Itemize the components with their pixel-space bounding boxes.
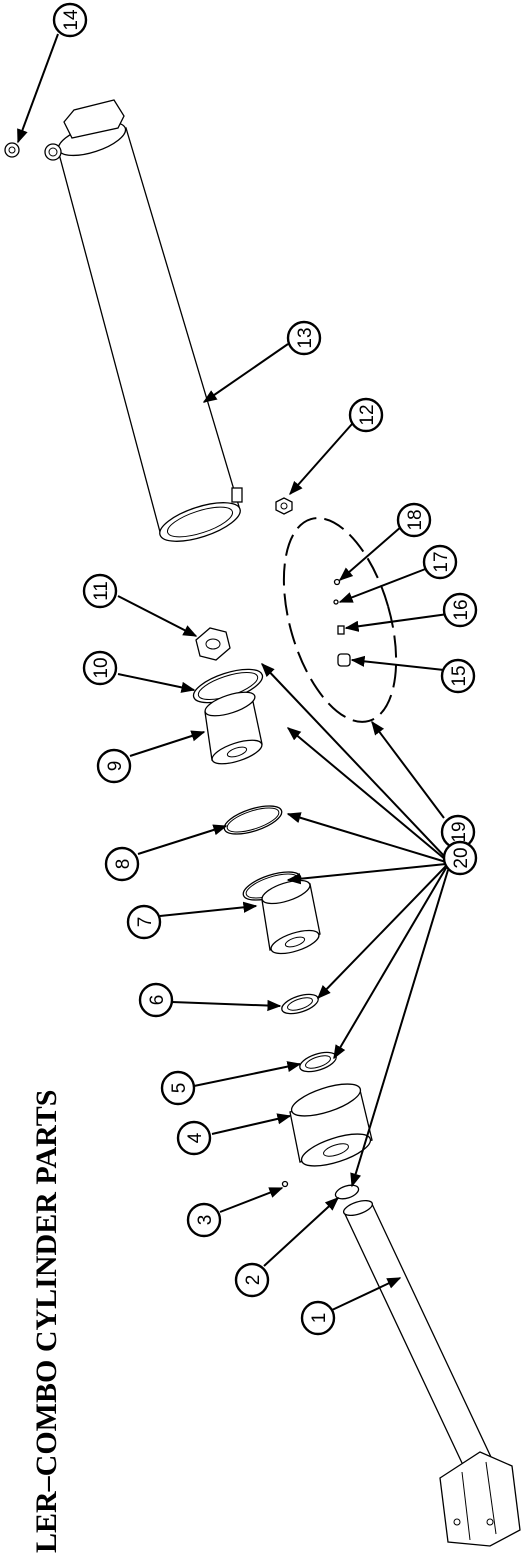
diagram-title: LER–COMBO CYLINDER PARTS [30, 1090, 63, 1553]
part-valve-detail-group [282, 517, 398, 723]
svg-text:16: 16 [451, 599, 472, 620]
part-small-o-ring [334, 1184, 360, 1200]
part-gland [261, 879, 321, 955]
callout-15: 15 [440, 658, 476, 694]
svg-text:3: 3 [195, 1215, 216, 1226]
callout-11: 11 [82, 573, 118, 609]
svg-text:11: 11 [91, 581, 112, 601]
callout-16: 16 [442, 592, 478, 628]
svg-text:20: 20 [451, 847, 472, 868]
part-hex-nut [195, 627, 231, 661]
callout-1: 1 [300, 1300, 336, 1336]
callout-4: 4 [176, 1120, 212, 1156]
svg-text:12: 12 [357, 404, 378, 425]
callout-13: 13 [286, 320, 322, 356]
callout-3: 3 [186, 1202, 222, 1238]
svg-text:2: 2 [243, 1275, 264, 1286]
part-fitting [4, 142, 20, 158]
part-wiper [281, 993, 319, 1015]
svg-text:10: 10 [91, 657, 112, 678]
callout-9: 9 [96, 748, 132, 784]
svg-text:17: 17 [431, 551, 452, 572]
svg-text:14: 14 [61, 9, 82, 31]
part-cylinder-barrel [44, 99, 243, 542]
part-o-ring [223, 805, 283, 835]
callout-7: 7 [126, 904, 162, 940]
part-piston [204, 691, 263, 765]
callout-20: 20 [442, 840, 478, 876]
callout-19: 19 [440, 814, 476, 850]
svg-text:8: 8 [113, 859, 134, 870]
svg-text:7: 7 [135, 917, 156, 928]
callout-2: 2 [234, 1262, 270, 1298]
svg-text:9: 9 [105, 761, 126, 772]
callout-12: 12 [348, 397, 384, 433]
callout-17: 17 [422, 544, 458, 580]
leader-lines [17, 33, 449, 1311]
callout-6: 6 [138, 982, 174, 1018]
svg-text:18: 18 [405, 509, 426, 530]
svg-text:4: 4 [185, 1132, 206, 1143]
part-piston-rod [342, 1199, 521, 1547]
svg-text:6: 6 [147, 995, 168, 1006]
part-cylinder-head [289, 1083, 373, 1167]
part-pin [281, 1180, 289, 1188]
part-rod-seal [299, 1051, 337, 1073]
callout-5: 5 [160, 1070, 196, 1106]
svg-text:5: 5 [169, 1083, 190, 1094]
svg-text:1: 1 [309, 1313, 330, 1324]
callout-14: 14 [52, 2, 88, 38]
svg-text:15: 15 [449, 665, 470, 686]
callout-18: 18 [396, 502, 432, 538]
callout-10: 10 [82, 650, 118, 686]
svg-text:19: 19 [449, 821, 470, 842]
callout-8: 8 [104, 846, 140, 882]
svg-text:13: 13 [295, 327, 316, 348]
part-nut [275, 497, 293, 515]
